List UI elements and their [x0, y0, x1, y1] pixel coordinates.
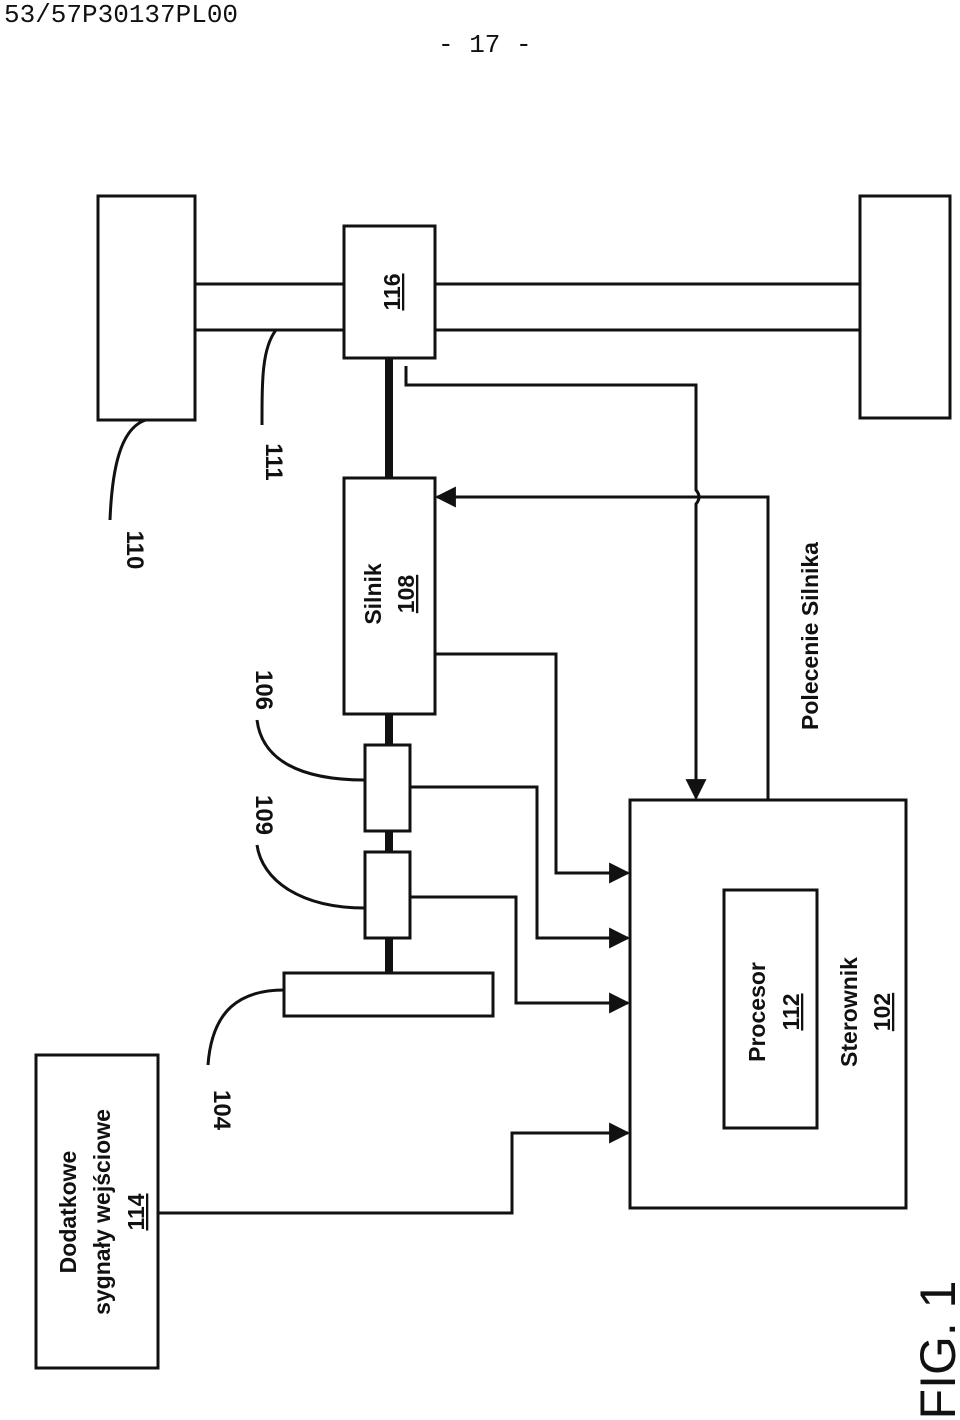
additional-inputs-box	[34, 1053, 160, 1370]
processor-name: Procesor	[744, 962, 770, 1062]
ref-111: 111	[260, 443, 287, 480]
component-104	[282, 971, 495, 1018]
ref-109: 109	[250, 795, 277, 835]
leader-111	[260, 329, 278, 426]
figure-label: FIG. 1	[910, 1281, 960, 1420]
leader-110	[108, 418, 147, 521]
ref-106: 106	[250, 670, 277, 710]
wire-116-controller	[404, 366, 707, 801]
inputs-line1: Dodatkowe	[55, 1151, 81, 1274]
controller-ref: 102	[869, 993, 895, 1031]
controller-name: Sterownik	[836, 957, 862, 1067]
sensor-106	[363, 743, 412, 833]
leader-106	[255, 719, 366, 782]
wire-inputs-controller	[158, 1122, 631, 1215]
sensor-109	[363, 850, 412, 940]
engine-command-label: Polecenie Silnika	[797, 542, 823, 730]
block-116-ref: 116	[379, 273, 405, 310]
ref-104: 104	[208, 1090, 235, 1131]
engine-block	[342, 476, 437, 716]
leader-104	[206, 988, 285, 1066]
wire-engine-command	[434, 486, 770, 800]
processor-ref: 112	[778, 993, 804, 1030]
wire-106-controller	[410, 785, 631, 949]
wire-engine-controller	[435, 652, 631, 884]
wire-109-controller	[410, 895, 631, 1014]
document-id: 53/57P30137PL00	[4, 0, 239, 30]
inputs-ref: 114	[123, 1193, 149, 1230]
engine-name: Silnik	[360, 563, 386, 625]
wheel-top	[96, 194, 197, 422]
inputs-line2: sygnały wejściowe	[89, 1109, 115, 1315]
ref-110: 110	[121, 531, 148, 570]
leader-109	[255, 844, 366, 910]
wheel-bottom	[858, 194, 952, 420]
engine-ref: 108	[393, 575, 419, 614]
page-number: - 17 -	[438, 30, 532, 60]
block-116	[342, 224, 437, 360]
processor-box	[722, 888, 819, 1130]
